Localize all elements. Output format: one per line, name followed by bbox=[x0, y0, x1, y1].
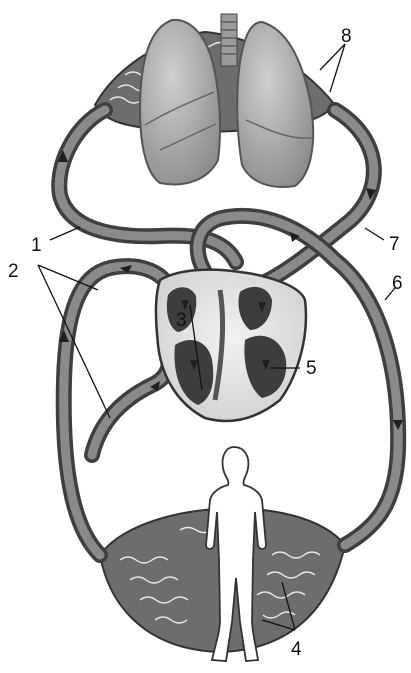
label-4: 4 bbox=[291, 639, 302, 660]
leader-1 bbox=[50, 227, 80, 240]
leader-7 bbox=[365, 228, 384, 240]
label-8: 8 bbox=[341, 26, 352, 47]
label-6: 6 bbox=[392, 273, 403, 294]
label-2: 2 bbox=[8, 261, 19, 282]
label-7: 7 bbox=[389, 234, 400, 255]
right-lung bbox=[237, 22, 313, 187]
label-5: 5 bbox=[306, 358, 317, 379]
trachea bbox=[221, 14, 237, 66]
heart bbox=[156, 270, 306, 421]
label-3: 3 bbox=[176, 310, 187, 331]
label-1: 1 bbox=[31, 235, 42, 256]
